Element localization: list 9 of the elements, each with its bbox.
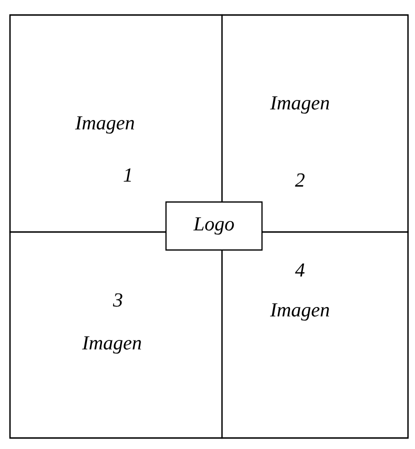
image-label: Imagen bbox=[75, 116, 134, 134]
image-label: 2 bbox=[295, 173, 305, 187]
image-label: 3 bbox=[113, 293, 122, 307]
image-label: Imagen bbox=[82, 336, 142, 354]
image-label: 1 bbox=[124, 168, 131, 182]
image-label: 4 bbox=[295, 263, 305, 277]
placeholder-box: Logo bbox=[165, 201, 263, 251]
image-label: Imagen bbox=[270, 96, 330, 114]
image-label: Imagen bbox=[270, 303, 330, 321]
